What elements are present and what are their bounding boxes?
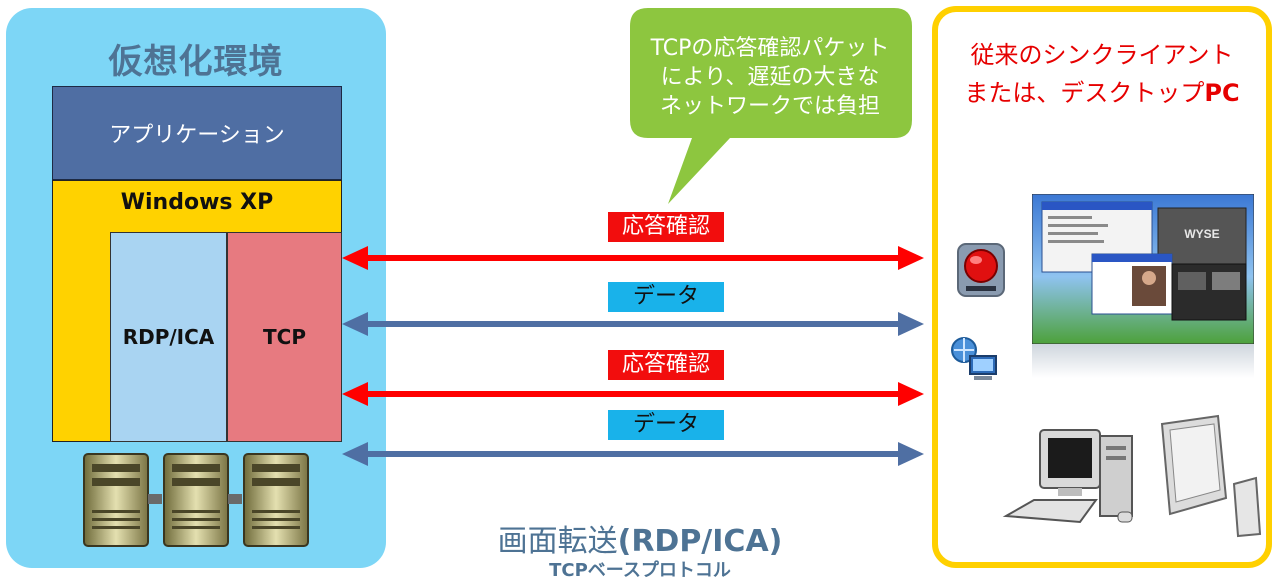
client-title-line-1: 従来のシンクライアント xyxy=(970,41,1234,69)
desktop-screenshot-icon: WYSE xyxy=(1032,194,1254,378)
flow-arrow-ack-2 xyxy=(342,382,924,406)
application-layer-label: アプリケーション xyxy=(109,123,285,148)
thin-client-icon xyxy=(1160,414,1262,538)
callout-line-3: ネットワークでは負担 xyxy=(659,94,880,119)
application-layer: アプリケーション xyxy=(52,86,342,180)
transport-layer-label: TCP xyxy=(263,325,306,349)
flow-arrow-data-2 xyxy=(342,442,924,466)
flow-label-ack-1: 応答確認 xyxy=(608,212,724,242)
flow-arrow-ack-1 xyxy=(342,246,924,270)
callout-line-1: TCPの応答確認パケット xyxy=(650,36,890,61)
server-2 xyxy=(163,453,229,547)
callout-text: TCPの応答確認パケット により、遅延の大きな ネットワークでは負担 xyxy=(632,34,908,121)
server-3 xyxy=(243,453,309,547)
callout-bubble xyxy=(630,8,912,204)
caption-protocol: (RDP/ICA) xyxy=(617,524,783,559)
flow-label-ack-2: 応答確認 xyxy=(608,350,724,380)
network-computer-icon xyxy=(951,337,997,380)
client-title-line-2: または、デスクトップPC xyxy=(932,74,1272,112)
callout-line-2: により、遅延の大きな xyxy=(660,65,880,90)
flow-arrow-data-1 xyxy=(342,312,924,336)
protocol-layer: RDP/ICA xyxy=(110,232,227,442)
server-rack-icon xyxy=(83,453,309,547)
client-title-pc: PC xyxy=(1204,79,1240,107)
protocol-layer-label: RDP/ICA xyxy=(122,325,215,349)
red-button-icon xyxy=(957,243,1005,297)
desktop-pc-icon xyxy=(1002,429,1133,524)
os-layer-label: Windows XP xyxy=(120,190,274,215)
caption-sub: TCPベースプロトコル xyxy=(549,560,731,581)
client-title: 従来のシンクライアント または、デスクトップPC xyxy=(932,36,1272,112)
client-title-line-2-prefix: または、デスクトップ xyxy=(964,79,1205,107)
flow-label-data-1: データ xyxy=(608,282,724,312)
flow-arrows xyxy=(342,246,924,466)
caption-prefix: 画面転送 xyxy=(497,524,618,559)
screen-brand: WYSE xyxy=(1184,227,1219,241)
virtualization-title: 仮想化環境 xyxy=(108,42,284,82)
server-1 xyxy=(83,453,149,547)
transport-layer: TCP xyxy=(227,232,342,442)
caption-main: 画面転送(RDP/ICA) xyxy=(470,516,810,560)
flow-label-data-2: データ xyxy=(608,410,724,440)
